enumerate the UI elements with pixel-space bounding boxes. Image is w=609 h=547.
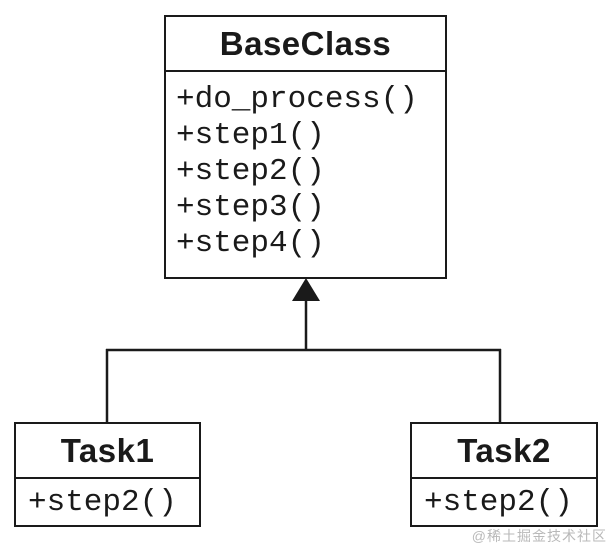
task1-name: Task1 [16,424,199,479]
task2-name: Task2 [412,424,596,479]
baseclass-method-list: +do_process() +step1() +step2() +step3()… [166,72,445,262]
method-item: +step3() [176,190,325,225]
inheritance-arrow-icon [292,278,320,301]
method-item: +step2() [176,154,325,189]
watermark: @稀土掘金技术社区 [471,528,607,544]
class-box-task2: Task2 +step2() [410,422,598,527]
class-box-task1: Task1 +step2() [14,422,201,527]
method-item: +step2() [424,485,573,520]
class-box-baseclass: BaseClass +do_process() +step1() +step2(… [164,15,447,279]
task1-method-list: +step2() [16,479,199,522]
baseclass-name: BaseClass [166,17,445,72]
method-item: +do_process() [176,82,418,117]
method-item: +step2() [28,485,177,520]
method-item: +step4() [176,226,325,261]
method-item: +step1() [176,118,325,153]
task2-method-list: +step2() [412,479,596,522]
